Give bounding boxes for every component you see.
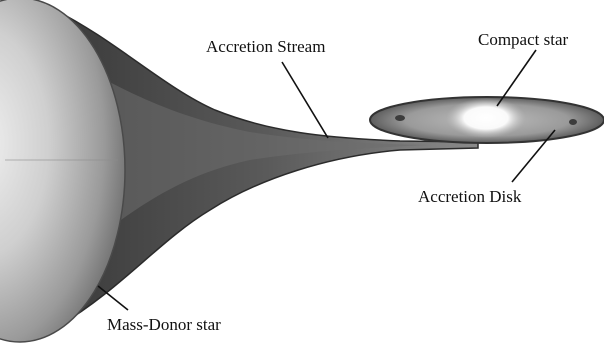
accretion-stream-leader [282,62,328,138]
disk-dark-spot-right [569,119,577,125]
compact-star-label: Compact star [478,30,569,49]
mass-donor-leader [98,286,128,310]
compact-star [446,98,526,138]
disk-dark-spot-left [395,115,405,121]
mass-donor-star-label: Mass-Donor star [107,315,221,334]
accretion-disk-label: Accretion Disk [418,187,522,206]
accretion-stream-label: Accretion Stream [206,37,325,56]
